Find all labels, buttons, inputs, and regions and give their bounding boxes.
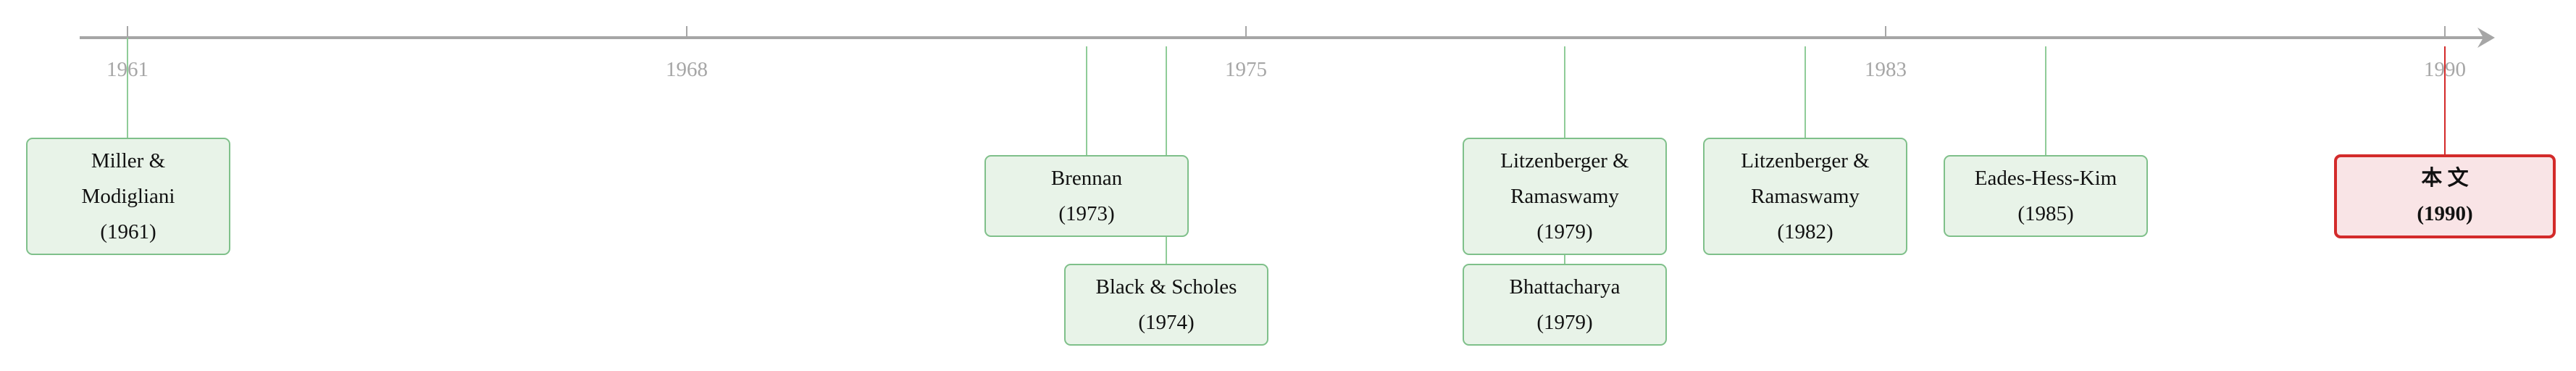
- node-text-line: Modigliani: [81, 184, 175, 208]
- tick-label-1983: 1983: [1865, 58, 1907, 81]
- node-text-line: Litzenberger &: [1741, 149, 1870, 172]
- node-this-paper: 本 文 (1990): [2334, 154, 2556, 238]
- node-text-line: (1985): [2017, 201, 2074, 225]
- node-text-line: Ramaswamy: [1510, 184, 1619, 208]
- tick-label-1990: 1990: [2424, 58, 2466, 81]
- node-text-line: (1979): [1536, 220, 1593, 243]
- node-text-line: Black & Scholes: [1095, 275, 1237, 299]
- node-miller-modigliani: Miller & Modigliani (1961): [26, 138, 230, 255]
- tick-label-1975: 1975: [1225, 58, 1267, 81]
- node-litzenberger-1982: Litzenberger & Ramaswamy (1982): [1703, 138, 1907, 255]
- timeline-arrowhead: [2477, 28, 2495, 48]
- tick-label-1961: 1961: [106, 58, 149, 81]
- tick-label-1968: 1968: [666, 58, 708, 81]
- node-text-line: Litzenberger &: [1500, 149, 1629, 172]
- node-text-line: Brennan: [1050, 166, 1123, 190]
- node-text-line: (1973): [1058, 201, 1115, 225]
- node-text-line: Ramaswamy: [1751, 184, 1860, 208]
- node-text-line: (1990): [2417, 202, 2473, 225]
- node-text-line: (1961): [100, 220, 156, 243]
- node-litzenberger-1979: Litzenberger & Ramaswamy (1979): [1463, 138, 1667, 255]
- node-text-line: Bhattacharya: [1509, 275, 1621, 299]
- node-text-line: (1979): [1536, 310, 1593, 334]
- node-text-line: (1974): [1138, 310, 1195, 334]
- node-bhattacharya: Bhattacharya (1979): [1463, 264, 1667, 346]
- node-eades-hess-kim: Eades-Hess-Kim (1985): [1944, 155, 2148, 237]
- node-brennan: Brennan (1973): [984, 155, 1189, 237]
- node-text-line: Eades-Hess-Kim: [1974, 166, 2117, 190]
- node-black-scholes: Black & Scholes (1974): [1064, 264, 1268, 346]
- node-text-line: Miller &: [91, 149, 166, 172]
- node-text-line: 本 文: [2421, 167, 2469, 190]
- node-text-line: (1982): [1777, 220, 1833, 243]
